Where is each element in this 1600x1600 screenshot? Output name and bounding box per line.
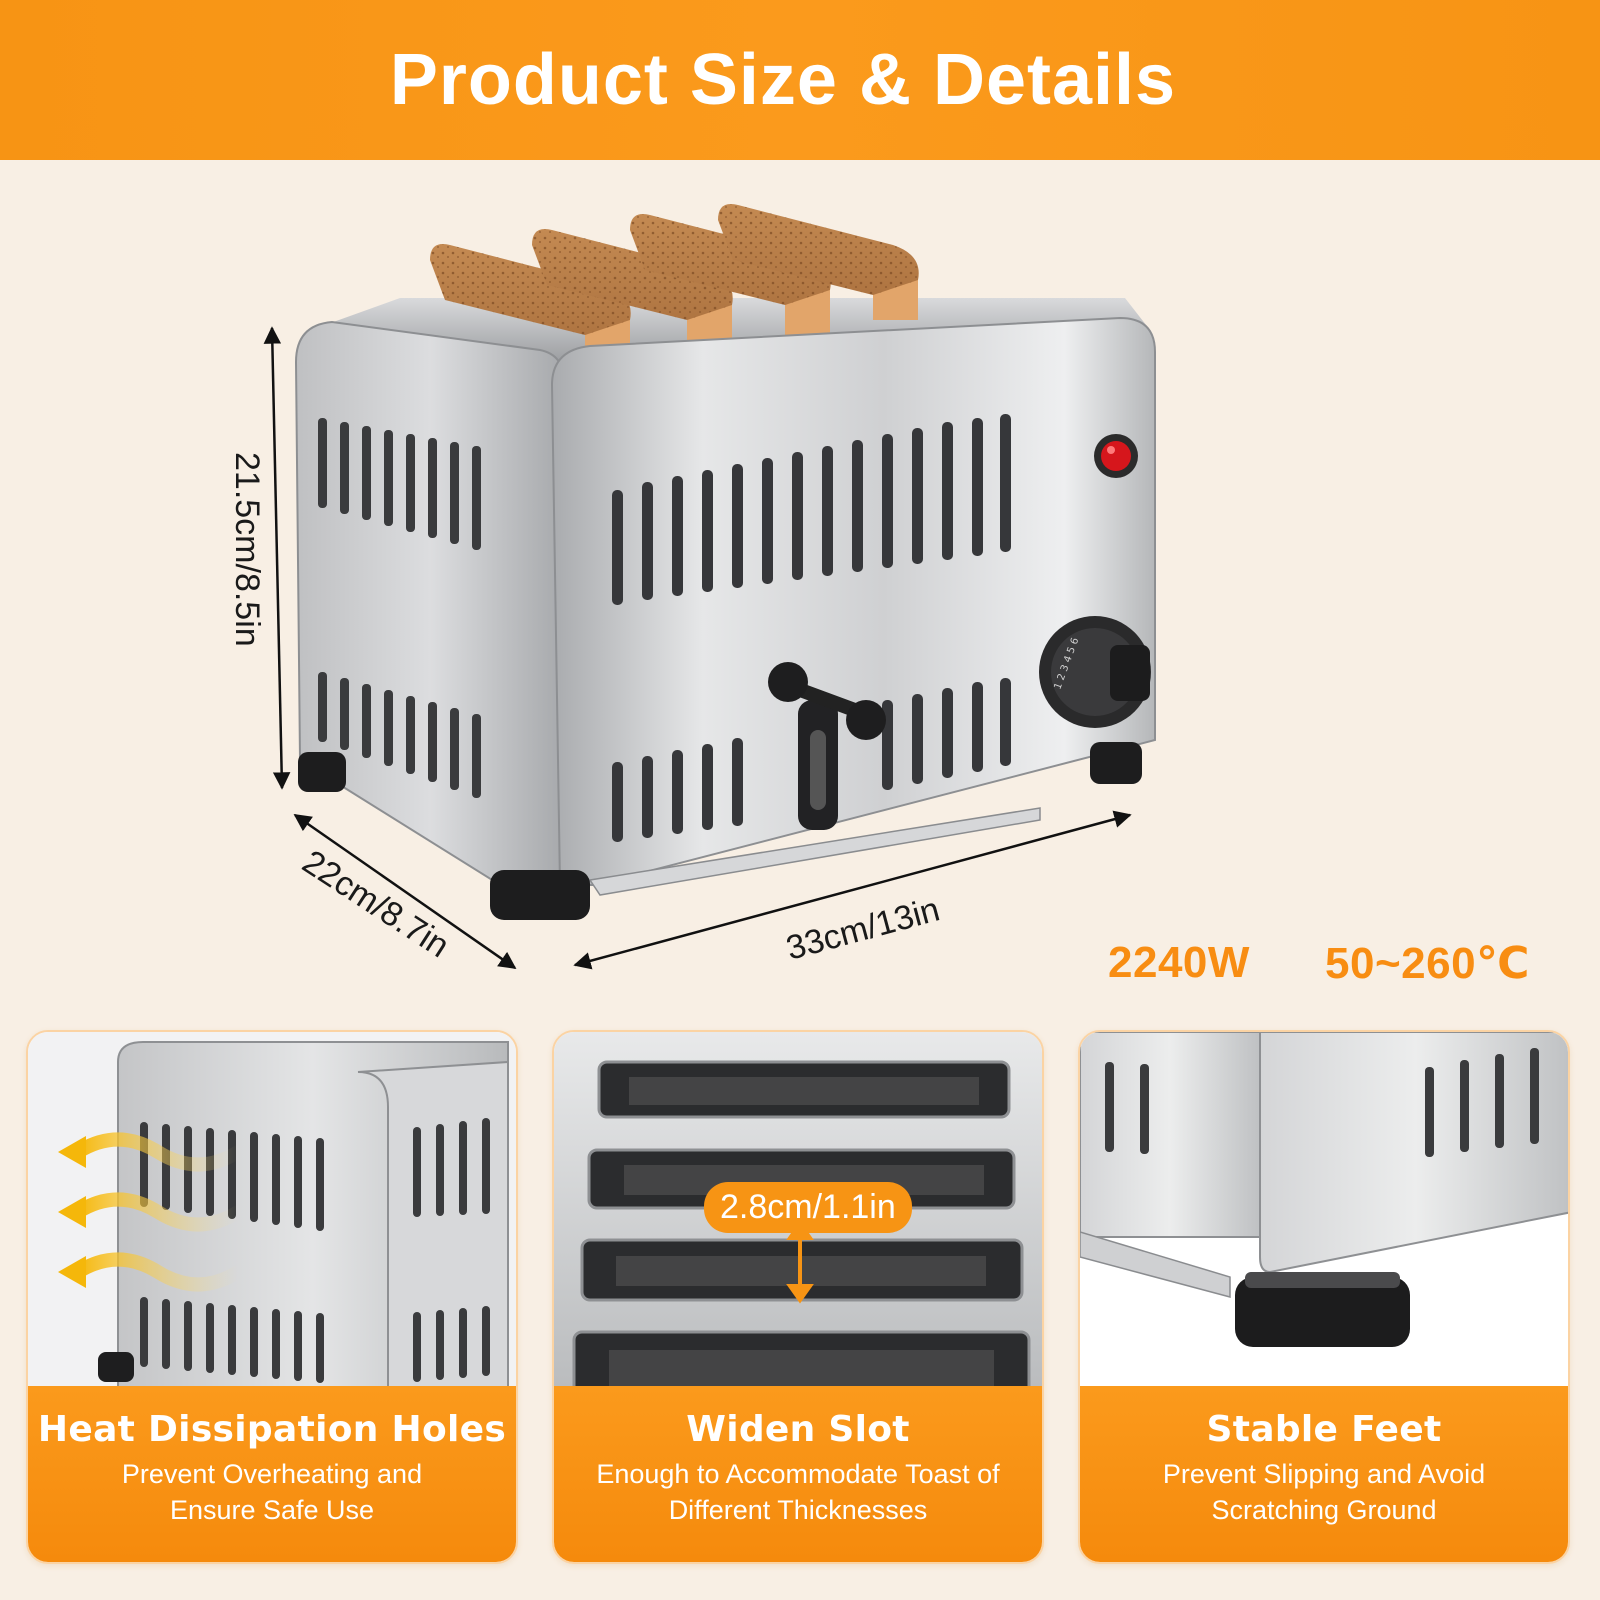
timer-knob-icon: 1 2 3 4 5 6 bbox=[1039, 616, 1151, 728]
wide-slots-illustration bbox=[554, 1032, 1042, 1412]
rubber-foot-icon bbox=[1235, 1272, 1410, 1347]
front-vents bbox=[612, 414, 1011, 842]
feet-illustration bbox=[1080, 1032, 1568, 1412]
side-vents bbox=[318, 418, 481, 798]
depth-label: 22cm/8.7in bbox=[296, 843, 456, 965]
toast-lever-icon bbox=[768, 662, 886, 830]
height-label: 21.5cm/8.5in bbox=[228, 452, 266, 647]
card-desc-line: Scratching Ground bbox=[1211, 1495, 1437, 1525]
power-spec: 2240W bbox=[1108, 938, 1250, 987]
card-title: Heat Dissipation Holes bbox=[37, 1409, 507, 1450]
feature-card-feet: Stable Feet Prevent Slipping and Avoid S… bbox=[1078, 1030, 1570, 1564]
card-caption: Stable Feet Prevent Slipping and Avoid S… bbox=[1080, 1386, 1568, 1562]
header-banner: Product Size & Details bbox=[0, 0, 1600, 160]
page-title: Product Size & Details bbox=[389, 40, 1177, 120]
card-desc-line: Ensure Safe Use bbox=[169, 1495, 375, 1525]
temperature-spec: 50~260℃ bbox=[1325, 939, 1530, 988]
card-title: Stable Feet bbox=[1206, 1409, 1442, 1450]
depth-arrow bbox=[293, 813, 517, 970]
feature-card-heat: Heat Dissipation Holes Prevent Overheati… bbox=[26, 1030, 518, 1564]
card-desc-line: Different Thicknesses bbox=[668, 1495, 928, 1525]
toaster-side bbox=[294, 320, 566, 890]
feature-card-slot: 2.8cm/1.1in Widen Slot Enough to Accommo… bbox=[552, 1030, 1044, 1564]
toaster-illustration: 1 2 3 4 5 6 21.5cm/8.5in 22cm/8.7in 33cm… bbox=[228, 204, 1156, 970]
card-caption: Widen Slot Enough to Accommodate Toast o… bbox=[554, 1386, 1042, 1562]
card-desc-line: Enough to Accommodate Toast of bbox=[596, 1459, 1000, 1489]
heat-vents-illustration bbox=[28, 1032, 516, 1412]
bread-slices bbox=[430, 204, 919, 365]
crumb-tray-edge bbox=[1080, 1231, 1231, 1298]
card-title: Widen Slot bbox=[686, 1409, 910, 1450]
width-arrow bbox=[573, 810, 1132, 970]
power-indicator-icon bbox=[1094, 434, 1138, 478]
card-desc-line: Prevent Overheating and bbox=[121, 1459, 423, 1489]
toast-slot bbox=[597, 1060, 1011, 1119]
card-desc-line: Prevent Slipping and Avoid bbox=[1162, 1459, 1486, 1489]
heat-flow-icon bbox=[71, 1132, 245, 1292]
card-caption: Heat Dissipation Holes Prevent Overheati… bbox=[28, 1386, 516, 1562]
slot-width-badge: 2.8cm/1.1in bbox=[704, 1182, 912, 1233]
height-arrow bbox=[263, 326, 291, 790]
